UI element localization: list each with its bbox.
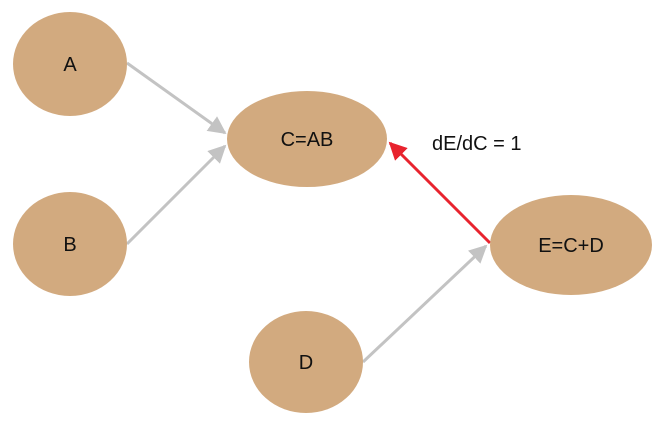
node-e: E=C+D [490,195,652,295]
node-d-label: D [299,352,313,374]
node-a-label: A [63,54,77,76]
node-c: C=AB [227,91,387,187]
edge-a-to-c [126,61,227,135]
node-e-label: E=C+D [538,235,604,257]
node-b-label: B [63,234,76,256]
edge-e-to-c-highlight [388,141,492,245]
node-b: B [13,192,127,296]
node-a: A [13,12,127,116]
edge-b-to-c [125,144,227,246]
node-c-label: C=AB [281,129,334,151]
gradient-label: dE/dC = 1 [432,133,522,155]
edge-d-to-e [361,244,488,364]
node-d: D [249,311,363,413]
